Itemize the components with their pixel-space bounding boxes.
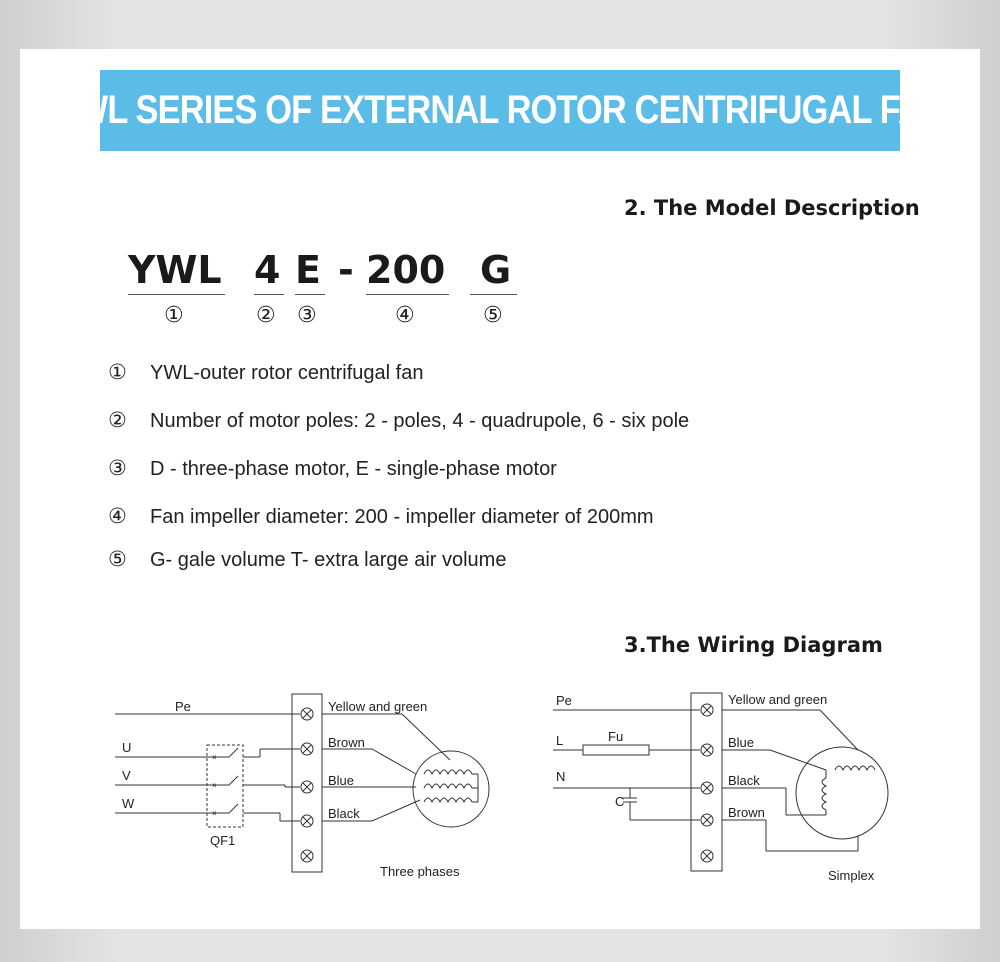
wiring-heading: 3.The Wiring Diagram bbox=[624, 633, 883, 657]
terminal-screws bbox=[700, 703, 714, 863]
description-number: ② bbox=[108, 408, 127, 432]
description-number: ⑤ bbox=[108, 547, 127, 571]
description-item: ① YWL-outer rotor centrifugal fan bbox=[108, 360, 423, 385]
terminal-label: Black bbox=[328, 806, 360, 821]
terminal-screws bbox=[300, 707, 314, 863]
terminal-label: Blue bbox=[328, 773, 354, 788]
title-banner: YWL SERIES OF EXTERNAL ROTOR CENTRIFUGAL… bbox=[54, 70, 947, 151]
underline-volume bbox=[470, 294, 517, 295]
terminal-label: Blue bbox=[728, 735, 754, 750]
model-part-series: YWL bbox=[128, 248, 222, 292]
description-number: ④ bbox=[108, 504, 127, 528]
description-text: Number of motor poles: 2 - poles, 4 - qu… bbox=[150, 410, 690, 432]
model-heading: 2. The Model Description bbox=[624, 196, 920, 220]
breaker-mark: × bbox=[212, 753, 217, 762]
capacitor-label: C bbox=[615, 794, 624, 809]
three-phase-caption: Three phases bbox=[380, 864, 460, 879]
terminal-block bbox=[690, 692, 723, 872]
banner-title: YWL SERIES OF EXTERNAL ROTOR CENTRIFUGAL… bbox=[53, 88, 947, 132]
description-item: ② Number of motor poles: 2 - poles, 4 - q… bbox=[108, 408, 689, 433]
model-part-diameter: 200 bbox=[366, 248, 446, 292]
marker-1: ① bbox=[164, 303, 184, 328]
marker-4: ④ bbox=[395, 303, 415, 328]
description-text: G- gale volume T- extra large air volume bbox=[150, 549, 507, 571]
terminal-label: Yellow and green bbox=[728, 692, 827, 707]
underline-poles bbox=[254, 294, 284, 295]
description-number: ③ bbox=[108, 456, 127, 480]
marker-5: ⑤ bbox=[483, 303, 503, 328]
model-part-phase: E bbox=[295, 248, 321, 292]
terminal-label: Brown bbox=[728, 805, 765, 820]
fuse bbox=[582, 744, 650, 756]
breaker-mark: × bbox=[212, 809, 217, 818]
description-number: ① bbox=[108, 360, 127, 384]
marker-3: ③ bbox=[297, 303, 317, 328]
model-part-volume: G bbox=[480, 248, 512, 292]
line-label-v: V bbox=[122, 768, 131, 783]
marker-2: ② bbox=[256, 303, 276, 328]
terminal-label: Black bbox=[728, 773, 760, 788]
fuse-label: Fu bbox=[608, 729, 623, 744]
terminal-block bbox=[291, 693, 323, 873]
description-text: Fan impeller diameter: 200 - impeller di… bbox=[150, 506, 654, 528]
underline-series bbox=[128, 294, 225, 295]
model-part-poles: 4 bbox=[254, 248, 281, 292]
simplex-caption: Simplex bbox=[828, 868, 875, 883]
model-part-dash: - bbox=[338, 248, 354, 292]
switch-label: QF1 bbox=[210, 833, 235, 848]
breaker-mark: × bbox=[212, 781, 217, 790]
terminal-label: Yellow and green bbox=[328, 699, 427, 714]
line-label-w: W bbox=[122, 796, 135, 811]
line-label-l: L bbox=[556, 733, 563, 748]
underline-phase bbox=[295, 294, 325, 295]
line-label-u: U bbox=[122, 740, 131, 755]
description-text: D - three-phase motor, E - single-phase … bbox=[150, 458, 557, 480]
underline-diameter bbox=[366, 294, 449, 295]
terminal-label: Brown bbox=[328, 735, 365, 750]
description-item: ⑤ G- gale volume T- extra large air volum… bbox=[108, 547, 506, 572]
description-text: YWL-outer rotor centrifugal fan bbox=[150, 362, 424, 384]
line-label-pe: Pe bbox=[175, 699, 191, 714]
description-item: ④ Fan impeller diameter: 200 - impeller d… bbox=[108, 504, 654, 529]
line-label-pe: Pe bbox=[556, 693, 572, 708]
page-panel bbox=[20, 49, 980, 929]
description-item: ③ D - three-phase motor, E - single-phase… bbox=[108, 456, 557, 481]
line-label-n: N bbox=[556, 769, 565, 784]
